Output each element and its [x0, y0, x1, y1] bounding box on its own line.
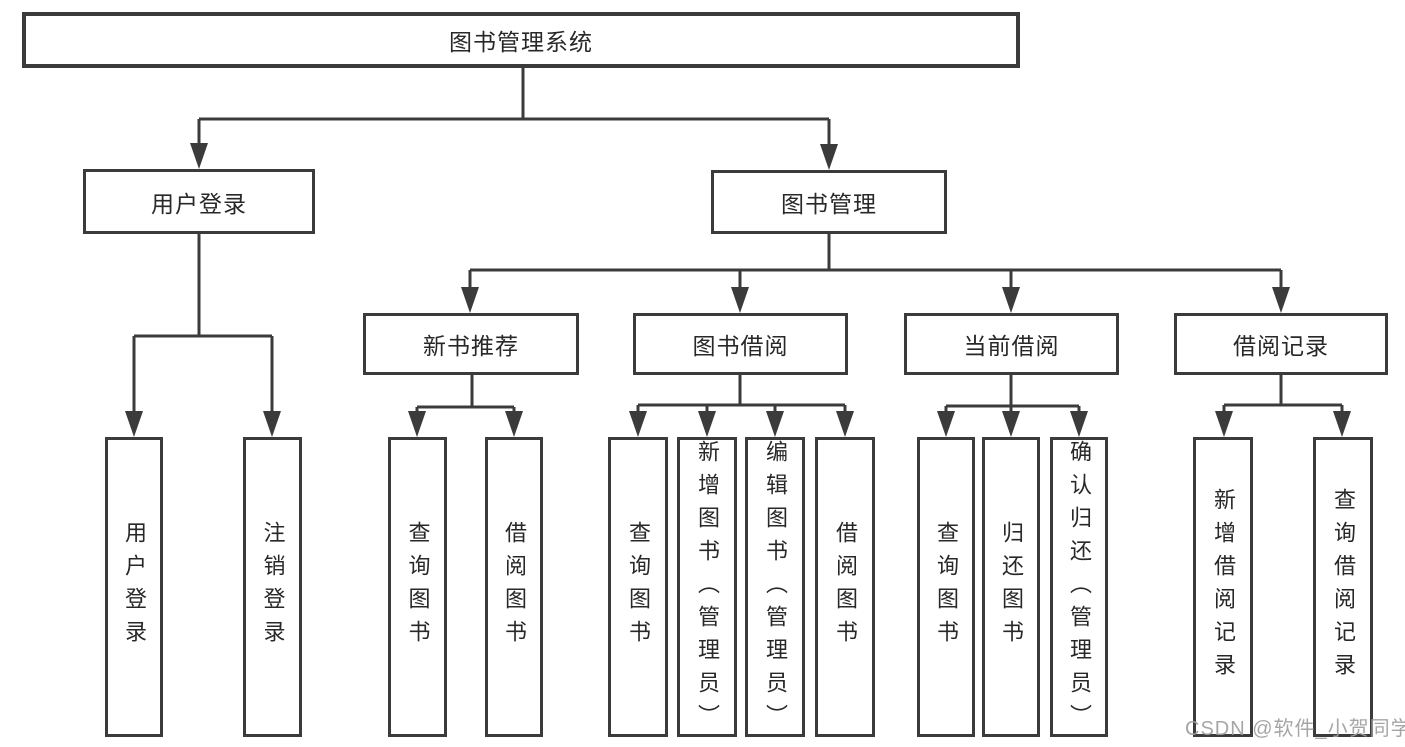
- node-new-book-recommend: 新书推荐: [363, 313, 579, 375]
- arrow-icon: [731, 287, 749, 313]
- leaf-label: 注销登录: [260, 521, 286, 653]
- node-label: 图书管理系统: [449, 29, 593, 55]
- node-borrow-records: 借阅记录: [1174, 313, 1388, 375]
- leaf-return-book: 归还图书: [982, 437, 1040, 737]
- arrow-icon: [408, 411, 426, 437]
- node-root-library-system: 图书管理系统: [22, 12, 1020, 68]
- leaf-query-books-recommend: 查询图书: [388, 437, 447, 737]
- node-current-borrowing: 当前借阅: [904, 313, 1119, 375]
- node-label: 用户登录: [151, 190, 247, 217]
- leaf-label: 确认归还（管理员）: [1067, 440, 1092, 737]
- leaf-label: 新增借阅记录: [1211, 488, 1236, 686]
- leaf-label: 查询图书: [405, 521, 431, 653]
- node-book-management: 图书管理: [711, 170, 947, 234]
- leaf-query-borrow-record: 查询借阅记录: [1313, 437, 1373, 737]
- arrow-icon: [1070, 411, 1088, 437]
- leaf-label: 借阅图书: [502, 521, 527, 653]
- leaf-query-books-current: 查询图书: [917, 437, 975, 737]
- node-label: 图书管理: [781, 191, 877, 217]
- leaf-label: 查询借阅记录: [1331, 488, 1356, 686]
- leaf-user-login: 用户登录: [105, 437, 163, 737]
- leaf-label: 编辑图书（管理员）: [763, 440, 788, 737]
- arrow-icon: [190, 143, 208, 169]
- leaf-confirm-return-admin: 确认归还（管理员）: [1050, 437, 1108, 737]
- arrow-icon: [505, 411, 523, 437]
- leaf-label: 用户登录: [122, 521, 147, 653]
- node-label: 图书借阅: [692, 333, 789, 359]
- leaf-label: 查询图书: [626, 521, 651, 653]
- arrow-icon: [820, 144, 838, 170]
- leaf-label: 查询图书: [934, 521, 959, 653]
- arrow-icon: [125, 411, 143, 437]
- leaf-borrow-books-borrowing: 借阅图书: [815, 437, 875, 737]
- tree-connector-path: [132, 68, 1344, 415]
- node-book-borrowing: 图书借阅: [633, 313, 848, 375]
- leaf-add-borrow-record: 新增借阅记录: [1193, 437, 1253, 737]
- leaf-logout: 注销登录: [243, 437, 302, 737]
- arrow-icon: [1215, 411, 1233, 437]
- csdn-watermark: CSDN @软件_小贺同学: [1185, 718, 1405, 740]
- leaf-edit-book-admin: 编辑图书（管理员）: [745, 437, 805, 737]
- leaf-label: 借阅图书: [833, 521, 858, 653]
- arrow-icon: [629, 411, 647, 437]
- leaf-query-books-borrowing: 查询图书: [608, 437, 668, 737]
- arrow-icon: [766, 411, 784, 437]
- arrowheads: [125, 143, 1351, 437]
- leaf-add-book-admin: 新增图书（管理员）: [677, 437, 737, 737]
- leaf-borrow-books-recommend: 借阅图书: [485, 437, 543, 737]
- node-user-login-branch: 用户登录: [83, 169, 315, 234]
- arrow-icon: [698, 411, 716, 437]
- node-label: 当前借阅: [963, 333, 1060, 359]
- arrow-icon: [1333, 411, 1351, 437]
- arrow-icon: [263, 411, 281, 437]
- node-label: 借阅记录: [1233, 333, 1329, 359]
- arrow-icon: [937, 411, 955, 437]
- leaf-label: 新增图书（管理员）: [695, 440, 720, 737]
- arrow-icon: [1002, 287, 1020, 313]
- leaf-label: 归还图书: [999, 521, 1024, 653]
- arrow-icon: [461, 287, 479, 313]
- node-label: 新书推荐: [423, 333, 519, 359]
- arrow-icon: [1002, 411, 1020, 437]
- arrow-icon: [836, 411, 854, 437]
- arrow-icon: [1272, 287, 1290, 313]
